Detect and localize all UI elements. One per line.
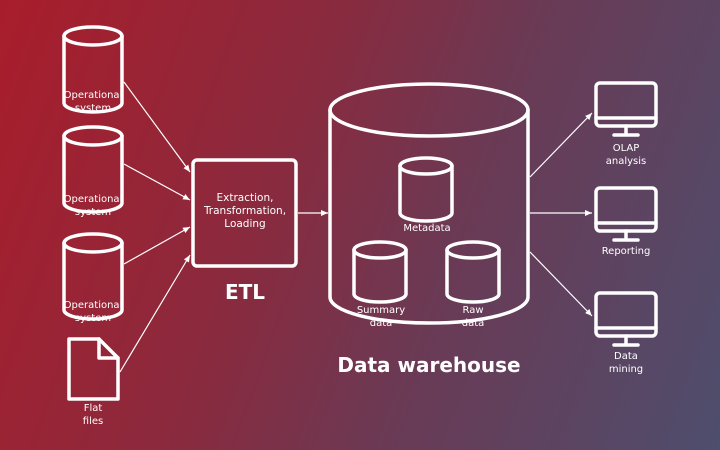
etl-process-label: Extraction, Transformation, Loading xyxy=(203,192,287,230)
arrow-warehouse-to-datamining xyxy=(529,251,593,317)
metadata-label: Metadata xyxy=(403,223,451,234)
monitor-icon xyxy=(594,81,658,137)
flat-files-label: Flat files xyxy=(82,403,104,427)
olap-analysis-label: OLAP analysis xyxy=(605,143,647,167)
raw-data-label: Raw data xyxy=(461,305,485,329)
arrow-warehouse-to-olap xyxy=(529,112,593,178)
arrow-source3-to-etl xyxy=(123,226,191,265)
summary-data-label: Summary data xyxy=(356,305,406,329)
database-icon xyxy=(62,25,124,114)
database-icon xyxy=(62,232,124,321)
arrow-flatfiles-to-etl xyxy=(119,254,191,373)
source-label: Operational system xyxy=(63,194,123,218)
etl-title: ETL xyxy=(224,280,266,304)
metadata-database-icon xyxy=(398,156,454,223)
data-warehouse-cylinder xyxy=(328,82,530,325)
source-label: Operational system xyxy=(63,300,123,324)
summary-data-database-icon xyxy=(352,240,408,304)
monitor-icon xyxy=(594,291,658,347)
arrow-source1-to-etl xyxy=(123,81,191,173)
arrow-source2-to-etl xyxy=(123,163,191,201)
file-icon xyxy=(67,337,120,401)
data-warehouse-title: Data warehouse xyxy=(337,353,521,377)
reporting-label: Reporting xyxy=(601,246,651,257)
source-label: Operational system xyxy=(63,90,123,114)
etl-box xyxy=(191,158,298,268)
raw-data-database-icon xyxy=(445,240,501,304)
monitor-icon xyxy=(594,186,658,242)
data-mining-label: Data mining xyxy=(608,351,644,375)
database-icon xyxy=(62,125,124,214)
